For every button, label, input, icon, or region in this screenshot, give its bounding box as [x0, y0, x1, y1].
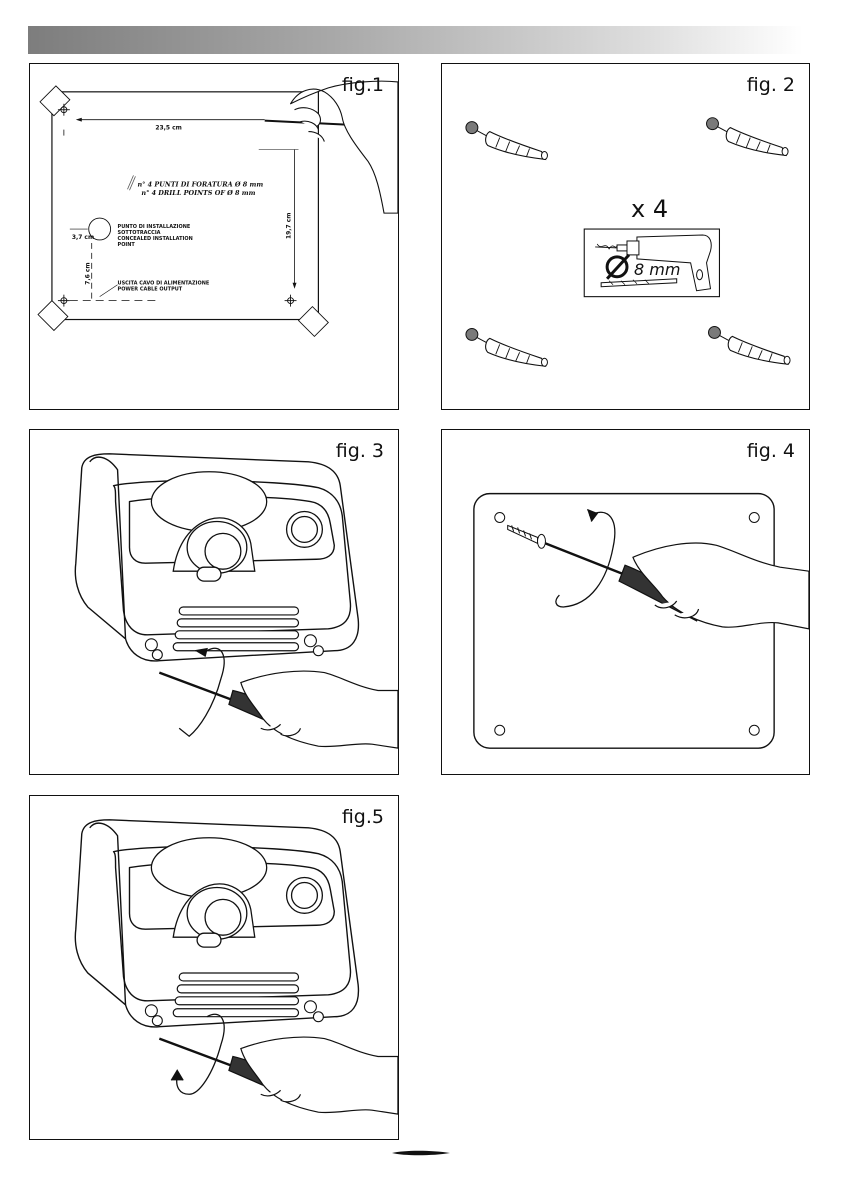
offset-dimension-y: 7,6 cm — [85, 262, 92, 284]
sensor-window — [287, 878, 323, 914]
install-point-line-4: POINT — [118, 242, 136, 248]
wall-plug-bottom-right — [709, 326, 791, 364]
quantity-multiplier: x 4 — [631, 195, 668, 223]
wall-plugs-drawing — [442, 64, 809, 409]
dryer-rescrew-drawing — [30, 796, 398, 1139]
figure-3-panel: fig. 3 — [29, 429, 399, 775]
tape-bottom-left — [38, 301, 68, 331]
rotation-arrow-icon — [179, 648, 224, 736]
figure-5-label: fig.5 — [342, 806, 384, 828]
figure-2-label: fig. 2 — [747, 74, 795, 96]
mount-hole-top-left — [495, 513, 505, 523]
dryer-unscrew-drawing — [30, 430, 398, 774]
header-gradient-bar — [28, 26, 803, 54]
page-footer-mark — [392, 1150, 450, 1156]
tape-bottom-right — [299, 307, 329, 337]
mount-hole-bottom-right — [749, 725, 759, 735]
offset-dimension-x: 3,7 cm — [72, 234, 94, 241]
width-dimension: 23,5 cm — [155, 125, 182, 132]
indicator-light — [197, 567, 221, 581]
figure-5-panel: fig.5 — [29, 795, 399, 1140]
tape-top-left — [40, 86, 70, 116]
figure-2-panel: fig. 2 x 4 8 mm — [441, 63, 810, 410]
wall-plug-top-right — [707, 118, 789, 156]
drill-diameter: 8 mm — [634, 260, 680, 279]
rotation-arrow-icon — [171, 1014, 224, 1094]
sensor-window — [287, 512, 323, 548]
wall-plug-top-left — [466, 122, 548, 160]
pencil-mark-icon — [128, 175, 136, 190]
drill-point-bottom-left — [58, 295, 70, 307]
figure-1-label: fig.1 — [342, 74, 384, 96]
mount-hole-bottom-left — [495, 725, 505, 735]
drill-note-english: n° 4 DRILL POINTS OF Ø 8 mm — [141, 189, 255, 197]
height-dimension: 19,7 cm — [286, 212, 293, 239]
cable-output-line-2: POWER CABLE OUTPUT — [118, 287, 183, 293]
figure-4-label: fig. 4 — [747, 440, 795, 462]
wall-plug-bottom-left — [466, 328, 548, 366]
drill-note-italian: n° 4 PUNTI DI FORATURA Ø 8 mm — [137, 180, 263, 188]
hand-with-pencil-icon — [265, 81, 398, 213]
screwdriver-hand-icon — [159, 1037, 398, 1114]
mount-hole-top-right — [749, 513, 759, 523]
indicator-light — [197, 933, 221, 947]
figure-3-label: fig. 3 — [336, 440, 384, 462]
screwdriver-hand-icon — [159, 671, 398, 748]
backplate-screw-drawing — [442, 430, 809, 774]
template-drawing: 23,5 cm 19,7 cm 3,7 cm 7,6 cm n° 4 PUNTI… — [30, 64, 398, 409]
drill-point-bottom-right — [285, 295, 297, 307]
figure-4-panel: fig. 4 — [441, 429, 810, 775]
figure-1-panel: 23,5 cm 19,7 cm 3,7 cm 7,6 cm n° 4 PUNTI… — [29, 63, 399, 410]
